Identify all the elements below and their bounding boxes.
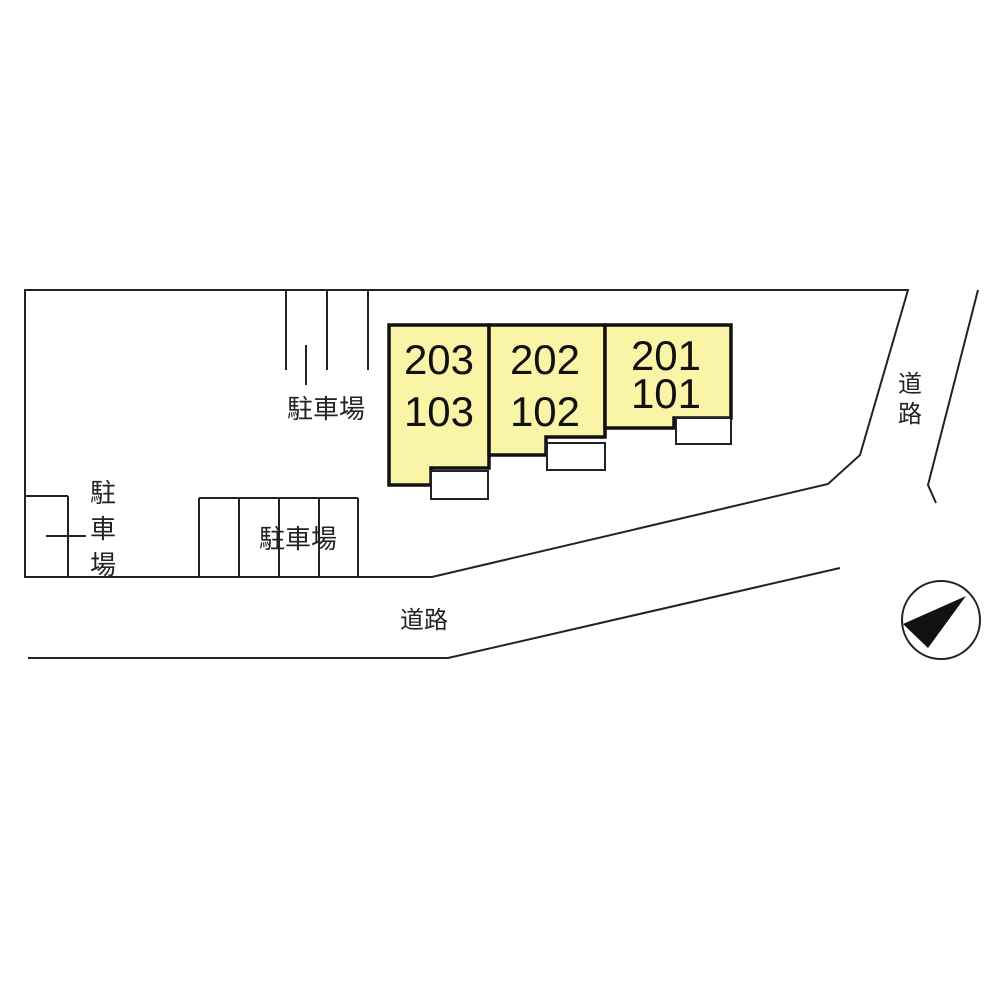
unit-number-103: 103 <box>404 388 474 435</box>
road-label-bottom: 道路 <box>400 606 448 634</box>
entrance-2 <box>546 442 606 471</box>
building-3: 201 101 <box>603 323 733 445</box>
road-label-right-2: 路 <box>898 400 922 428</box>
parking-label-top: 駐車場 <box>287 395 365 425</box>
unit-number-101: 101 <box>631 370 701 417</box>
road-edge-right <box>926 289 979 504</box>
parking-area-top <box>285 290 369 385</box>
parking-label-left-1: 駐 <box>90 479 116 509</box>
building-1: 203 103 <box>387 323 491 500</box>
north-arrow-icon <box>901 580 981 660</box>
parking-area-bottom <box>198 497 359 577</box>
unit-number-102: 102 <box>510 388 580 435</box>
entrance-3 <box>675 417 732 445</box>
entrance-1 <box>430 470 489 500</box>
parking-label-left-3: 場 <box>90 551 116 581</box>
road-edge-bottom <box>28 567 841 659</box>
unit-number-201: 201 <box>631 332 701 379</box>
parking-label-bottom: 駐車場 <box>259 525 337 555</box>
unit-number-202: 202 <box>510 336 580 383</box>
road-label-right-1: 道 <box>898 370 922 398</box>
lot-boundary <box>24 289 910 578</box>
building-2: 202 102 <box>487 323 607 471</box>
unit-number-203: 203 <box>404 336 474 383</box>
parking-label-left-2: 車 <box>90 515 116 545</box>
parking-area-left <box>25 495 86 577</box>
